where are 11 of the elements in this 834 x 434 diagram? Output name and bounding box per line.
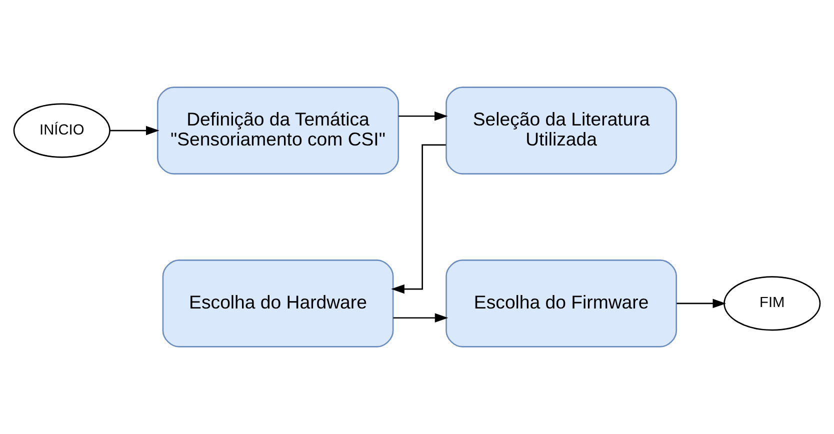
arrow bbox=[676, 298, 726, 308]
node-box: Seleção da Literatura Utilizada bbox=[446, 86, 678, 174]
arrow bbox=[110, 126, 160, 136]
node-box: Escolha do Firmware bbox=[446, 260, 678, 348]
arrow bbox=[398, 111, 448, 121]
arrow bbox=[393, 313, 448, 323]
node-box: Escolha do Hardware bbox=[162, 260, 394, 348]
node-ellipse: INÍCIO bbox=[13, 103, 110, 158]
arrow bbox=[391, 144, 446, 294]
node-box: Definição da Temática "Sensoriamento com CSI" bbox=[156, 86, 400, 174]
node-ellipse: FIM bbox=[724, 276, 821, 331]
